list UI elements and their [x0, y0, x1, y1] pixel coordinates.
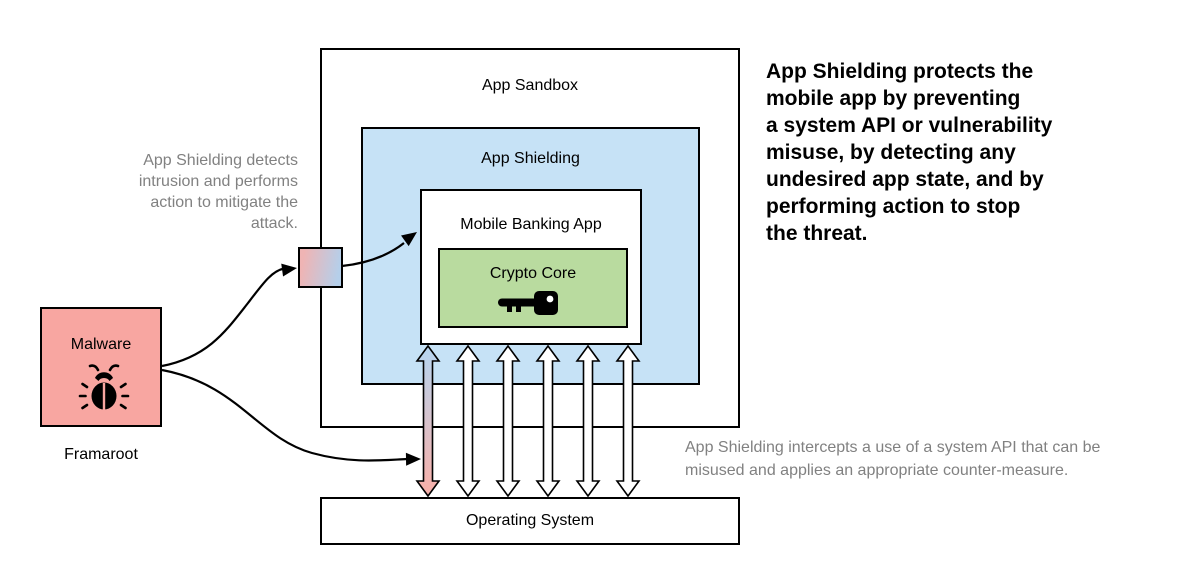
detect-annotation: App Shielding detects intrusion and perf…	[138, 152, 298, 232]
key-icon	[498, 290, 558, 321]
malware-intrusion-arrow	[161, 263, 297, 368]
app-shielding-label: App Shielding	[481, 150, 580, 167]
app-sandbox-label: App Sandbox	[481, 77, 579, 94]
intercept-annotation: App Shielding intercepts a use of a syst…	[685, 439, 1101, 479]
operating-system-box: Operating System	[320, 497, 740, 545]
protect-annotation: App Shielding protects the mobile app by…	[766, 60, 1053, 245]
bug-icon	[78, 362, 130, 419]
mobile-banking-app-label: Mobile Banking App	[460, 216, 602, 233]
crypto-core-box: Crypto Core	[438, 248, 628, 328]
malware-label: Malware	[70, 336, 132, 353]
intrusion-detector-square	[298, 247, 343, 288]
crypto-core-label: Crypto Core	[489, 265, 577, 282]
operating-system-label: Operating System	[465, 512, 595, 529]
malware-caption: Framaroot	[64, 446, 138, 463]
